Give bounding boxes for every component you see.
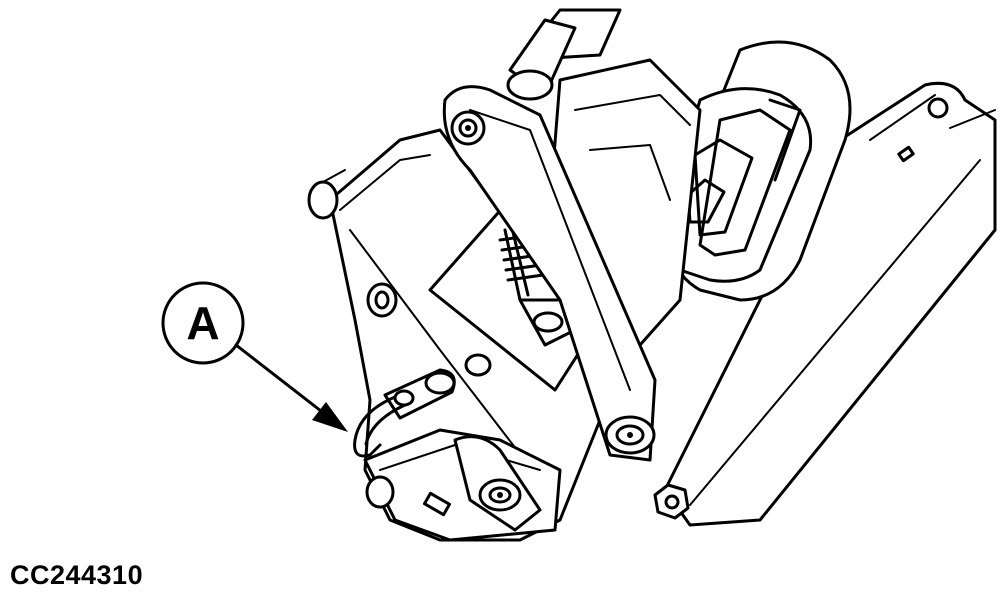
side-plate [328,128,602,542]
stop-stud [307,169,346,220]
pedal-pad [662,40,852,302]
channel-bolt [464,353,492,377]
callout-label-a: A [186,297,220,349]
lower-pivot-bolt [478,478,522,512]
lock-pin-icon [353,368,456,458]
pedal-arm-rail [663,81,997,527]
square-slot [422,491,452,517]
callout-arrow [161,281,348,432]
link-pivot-bolt [604,415,656,455]
upper-link [442,85,657,462]
side-plate-bolt [366,282,398,318]
lower-stud [365,475,395,509]
figure-id: CC244310 [10,560,144,590]
pedal-shaft [506,8,622,101]
rail-nut [653,483,690,520]
